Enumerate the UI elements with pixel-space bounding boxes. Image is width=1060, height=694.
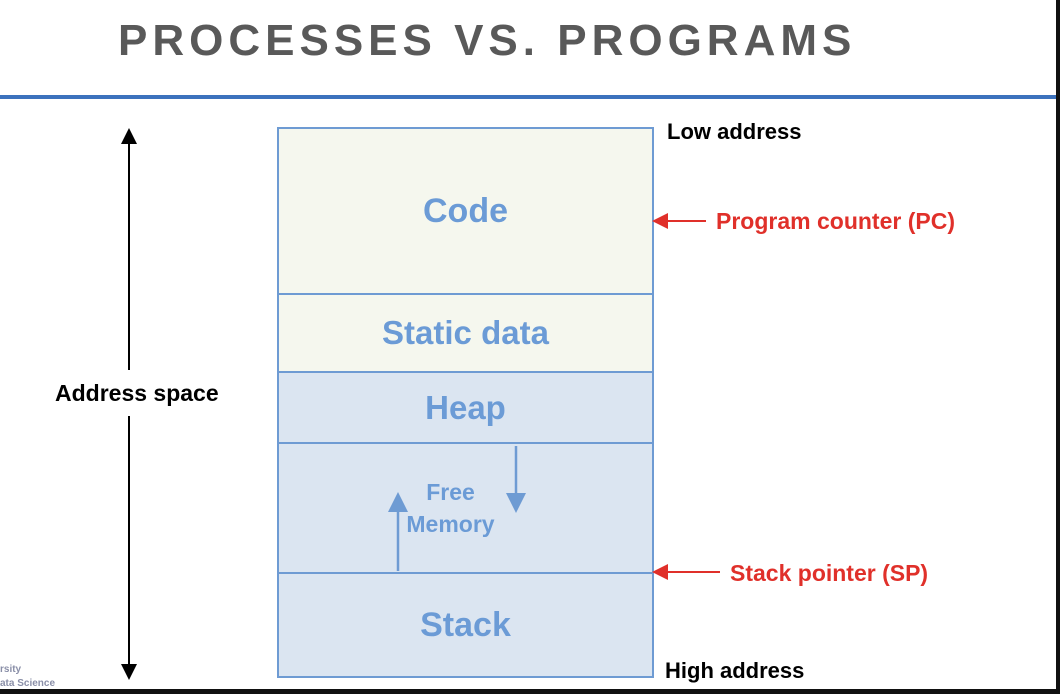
address-space-label: Address space — [55, 380, 219, 406]
logo-text-line2: ata Science — [0, 678, 56, 689]
stack-segment: Stack — [277, 572, 654, 678]
free-memory-label: Free Memory — [406, 479, 495, 537]
program-counter-label: Program counter (PC) — [716, 208, 955, 234]
title-divider — [0, 95, 1060, 99]
high-address-label: High address — [665, 658, 805, 683]
low-address-label: Low address — [667, 119, 802, 144]
stack-pointer-label: Stack pointer (SP) — [730, 560, 929, 586]
heap-label: Heap — [425, 388, 506, 426]
static-data-segment: Static data — [277, 293, 654, 373]
static-data-label: Static data — [382, 314, 549, 351]
code-label: Code — [423, 191, 508, 230]
free-memory-segment: Free Memory — [277, 442, 654, 574]
window-bottom-edge — [0, 689, 1060, 694]
slide-title: PROCESSES VS. PROGRAMS — [118, 16, 857, 65]
window-right-edge — [1056, 0, 1060, 694]
code-segment: Code — [277, 127, 654, 295]
logo-text-line1: rsity — [0, 664, 22, 675]
stack-label: Stack — [420, 605, 511, 644]
